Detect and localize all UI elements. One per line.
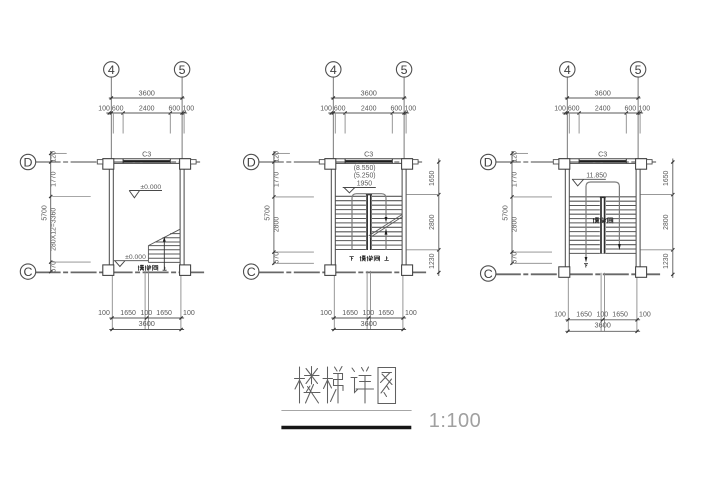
svg-text:1650: 1650 xyxy=(120,310,136,317)
svg-text:4: 4 xyxy=(330,63,337,77)
svg-text:600: 600 xyxy=(112,105,124,112)
svg-text:100: 100 xyxy=(182,105,194,112)
svg-text:120: 120 xyxy=(274,151,281,163)
svg-text:600: 600 xyxy=(390,105,402,112)
svg-text:570: 570 xyxy=(512,252,519,264)
svg-text:2400: 2400 xyxy=(139,105,155,112)
svg-text:600: 600 xyxy=(568,105,580,112)
svg-text:C3: C3 xyxy=(142,149,151,158)
svg-text:100: 100 xyxy=(404,105,416,112)
svg-text:120: 120 xyxy=(50,151,57,163)
svg-text:600: 600 xyxy=(168,105,180,112)
svg-text:100: 100 xyxy=(320,105,332,112)
svg-text:600: 600 xyxy=(624,105,636,112)
svg-text:100: 100 xyxy=(405,310,417,317)
svg-text:100: 100 xyxy=(320,310,332,317)
svg-text:1650: 1650 xyxy=(156,310,172,317)
svg-text:5: 5 xyxy=(401,63,408,77)
svg-text:(5.250): (5.250) xyxy=(354,173,376,180)
svg-text:C3: C3 xyxy=(598,149,607,158)
svg-text:100: 100 xyxy=(98,105,110,112)
svg-text:D: D xyxy=(484,155,493,169)
svg-text:C: C xyxy=(24,265,33,279)
svg-text:2800: 2800 xyxy=(512,217,519,232)
svg-text:3600: 3600 xyxy=(594,321,610,330)
svg-text:100: 100 xyxy=(554,312,566,319)
svg-text:(8.550): (8.550) xyxy=(354,165,376,172)
svg-text:C3: C3 xyxy=(364,149,373,158)
svg-text:280X12=3360: 280X12=3360 xyxy=(50,208,57,251)
svg-text:1:100: 1:100 xyxy=(429,410,482,432)
svg-text:5700: 5700 xyxy=(265,205,272,220)
svg-text:1230: 1230 xyxy=(663,253,670,268)
svg-text:100: 100 xyxy=(639,312,651,319)
svg-text:4: 4 xyxy=(108,63,115,77)
svg-text:570: 570 xyxy=(50,261,57,273)
svg-text:11.850: 11.850 xyxy=(586,172,607,179)
svg-text:3600: 3600 xyxy=(138,319,154,328)
svg-text:5700: 5700 xyxy=(41,205,48,220)
svg-text:600: 600 xyxy=(334,105,346,112)
svg-text:C: C xyxy=(247,265,256,279)
svg-text:100: 100 xyxy=(596,312,608,319)
svg-text:2800: 2800 xyxy=(663,214,670,229)
svg-text:3600: 3600 xyxy=(360,89,376,98)
svg-text:1650: 1650 xyxy=(576,312,592,319)
svg-text:1770: 1770 xyxy=(274,172,281,187)
svg-text:570: 570 xyxy=(274,252,281,264)
svg-text:100: 100 xyxy=(554,105,566,112)
svg-text:5700: 5700 xyxy=(503,205,510,220)
svg-text:D: D xyxy=(247,155,256,169)
svg-text:1650: 1650 xyxy=(378,310,394,317)
svg-text:1770: 1770 xyxy=(50,171,57,186)
svg-text:1950: 1950 xyxy=(357,181,372,188)
svg-text:100: 100 xyxy=(362,310,374,317)
svg-text:100: 100 xyxy=(638,105,650,112)
svg-text:3600: 3600 xyxy=(360,319,376,328)
svg-text:±0.000: ±0.000 xyxy=(125,254,146,261)
svg-text:1650: 1650 xyxy=(429,170,436,185)
svg-text:5: 5 xyxy=(635,63,642,77)
svg-text:±0.000: ±0.000 xyxy=(140,184,161,191)
svg-text:1770: 1770 xyxy=(512,172,519,187)
svg-text:1650: 1650 xyxy=(663,170,670,185)
svg-text:D: D xyxy=(24,155,33,169)
svg-text:1650: 1650 xyxy=(612,312,628,319)
svg-text:3600: 3600 xyxy=(138,89,154,98)
svg-text:3600: 3600 xyxy=(594,89,610,98)
svg-text:100: 100 xyxy=(98,310,110,317)
svg-text:2400: 2400 xyxy=(595,105,611,112)
svg-text:1650: 1650 xyxy=(342,310,358,317)
svg-text:120: 120 xyxy=(512,151,519,163)
svg-text:2800: 2800 xyxy=(429,214,436,229)
svg-text:2800: 2800 xyxy=(274,217,281,232)
svg-text:5: 5 xyxy=(179,63,186,77)
svg-text:100: 100 xyxy=(183,310,195,317)
svg-text:2400: 2400 xyxy=(361,105,377,112)
svg-text:1230: 1230 xyxy=(429,253,436,268)
svg-text:4: 4 xyxy=(564,63,571,77)
svg-text:100: 100 xyxy=(140,310,152,317)
svg-text:C: C xyxy=(484,267,493,281)
